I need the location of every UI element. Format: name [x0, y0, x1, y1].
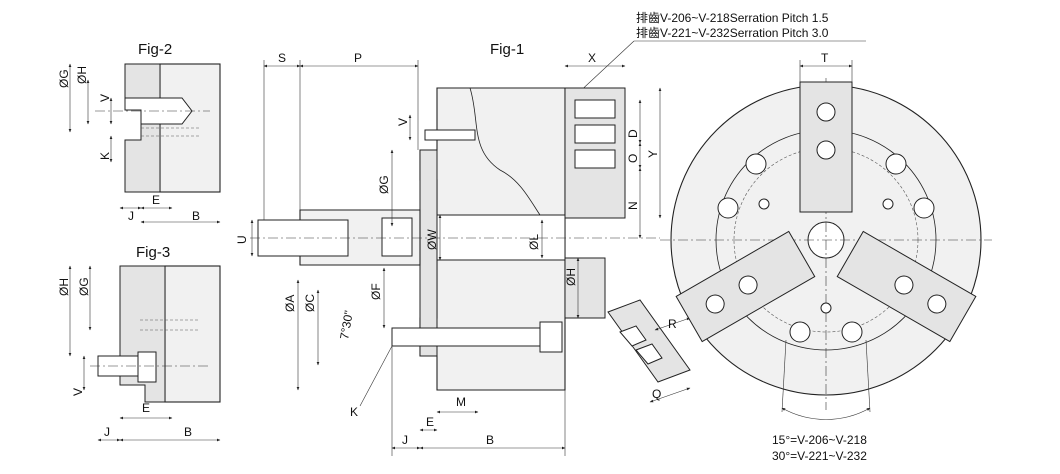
mount-hole-2	[885, 153, 907, 175]
dim-l: ØL	[527, 234, 541, 250]
dim-t: T	[821, 51, 829, 65]
angle-note-1: 15°=V-206~V-218	[772, 433, 867, 447]
fig-3-dim-b: B	[184, 425, 192, 439]
small-hole-2	[882, 198, 894, 210]
dim-s: S	[278, 51, 286, 65]
taper-angle: 7°30"	[337, 309, 356, 340]
dim-k: K	[350, 405, 358, 419]
fig-2-chuck-body	[159, 63, 221, 193]
angle-note-2: 30°=V-221~V-232	[772, 449, 867, 463]
serration-tooth-1	[619, 325, 647, 347]
mounting-bolt	[391, 327, 553, 347]
serration-detail: R Q	[607, 299, 691, 403]
serration-jaw	[607, 299, 691, 383]
dim-q: Q	[652, 387, 661, 401]
fig-2-detail: Fig-2 ØG ØH V K J E B	[57, 41, 221, 224]
fig-2-dim-g: ØG	[57, 69, 71, 88]
jaw-top-bolt-1	[816, 102, 836, 122]
top-bolt	[424, 129, 476, 141]
jaw-right-bolt-1	[705, 294, 725, 314]
fig-2-title: Fig-2	[138, 41, 172, 58]
fig-3-dim-j: J	[104, 425, 110, 439]
fig-1-side-section: Fig-1 排齒V-206~V-218Serration Pitch 1.5 排…	[235, 11, 866, 456]
dim-n: N	[626, 201, 640, 210]
dim-p: P	[354, 51, 362, 65]
fig-1-title: Fig-1	[490, 41, 524, 58]
dim-m: M	[456, 395, 466, 409]
fig-2-dim-h: ØH	[75, 66, 89, 84]
dim-b: B	[486, 433, 494, 447]
body-contour	[469, 87, 541, 216]
jaw-right-bolt-2	[738, 275, 758, 295]
dim-a: ØA	[283, 295, 297, 312]
fig-2-dim-j: J	[128, 209, 134, 223]
lower-jaw	[564, 257, 606, 319]
fig-3-detail: Fig-3 ØH ØG V E J B	[57, 244, 221, 442]
dim-y: Y	[646, 150, 660, 158]
mount-hole-6	[841, 321, 863, 343]
dim-c: ØC	[303, 294, 317, 312]
dim-g: ØG	[377, 175, 391, 194]
dim-o: O	[626, 154, 640, 163]
dim-x: X	[588, 51, 596, 65]
draw-bar-nut	[381, 217, 413, 257]
small-hole-1	[758, 198, 770, 210]
front-view: T 15°=V-206~V-218 30°=V-221~V-232	[660, 51, 992, 463]
center-bore	[436, 214, 566, 261]
fig-3-dim-v: V	[71, 388, 85, 396]
fig-3-title: Fig-3	[136, 244, 170, 261]
mount-hole-3	[717, 197, 739, 219]
dim-r: R	[668, 317, 677, 331]
fig-3-dim-e: E	[142, 401, 150, 415]
mount-hole-4	[913, 197, 935, 219]
fig-2-dim-b: B	[192, 209, 200, 223]
jaw-top-bolt-2	[816, 140, 836, 160]
dim-u: U	[235, 235, 249, 244]
jaw-slot-1	[574, 99, 616, 119]
front-flange	[419, 149, 438, 357]
dim-j: J	[402, 433, 408, 447]
fig-3-dim-g: ØG	[77, 277, 91, 296]
fig-2-dim-k: K	[98, 152, 112, 160]
serration-note-2: 排齒V-221~V-232Serration Pitch 3.0	[636, 26, 829, 40]
fig-2-dim-v: V	[98, 94, 112, 102]
fig-3-key	[137, 351, 157, 383]
fig-3-dim-h: ØH	[57, 278, 71, 296]
dim-f: ØF	[369, 283, 383, 300]
serration-tooth-2	[635, 343, 663, 365]
jaw-left-bolt-2	[894, 275, 914, 295]
jaw-left-bolt-1	[927, 294, 947, 314]
dim-d: D	[626, 129, 640, 138]
jaw-slot-2	[574, 124, 616, 144]
mount-hole-5	[789, 321, 811, 343]
serration-note-1: 排齒V-206~V-218Serration Pitch 1.5	[636, 11, 829, 25]
dim-v: V	[396, 118, 410, 126]
mount-hole-1	[745, 153, 767, 175]
fig-3-chuck-body	[164, 265, 221, 403]
dim-w: ØW	[425, 229, 439, 250]
small-hole-3	[820, 302, 832, 314]
jaw-slot-3	[574, 149, 616, 169]
dim-h: ØH	[564, 268, 578, 286]
dim-e: E	[426, 415, 434, 429]
bolt-head	[539, 321, 563, 353]
fig-2-dim-e: E	[152, 193, 160, 207]
